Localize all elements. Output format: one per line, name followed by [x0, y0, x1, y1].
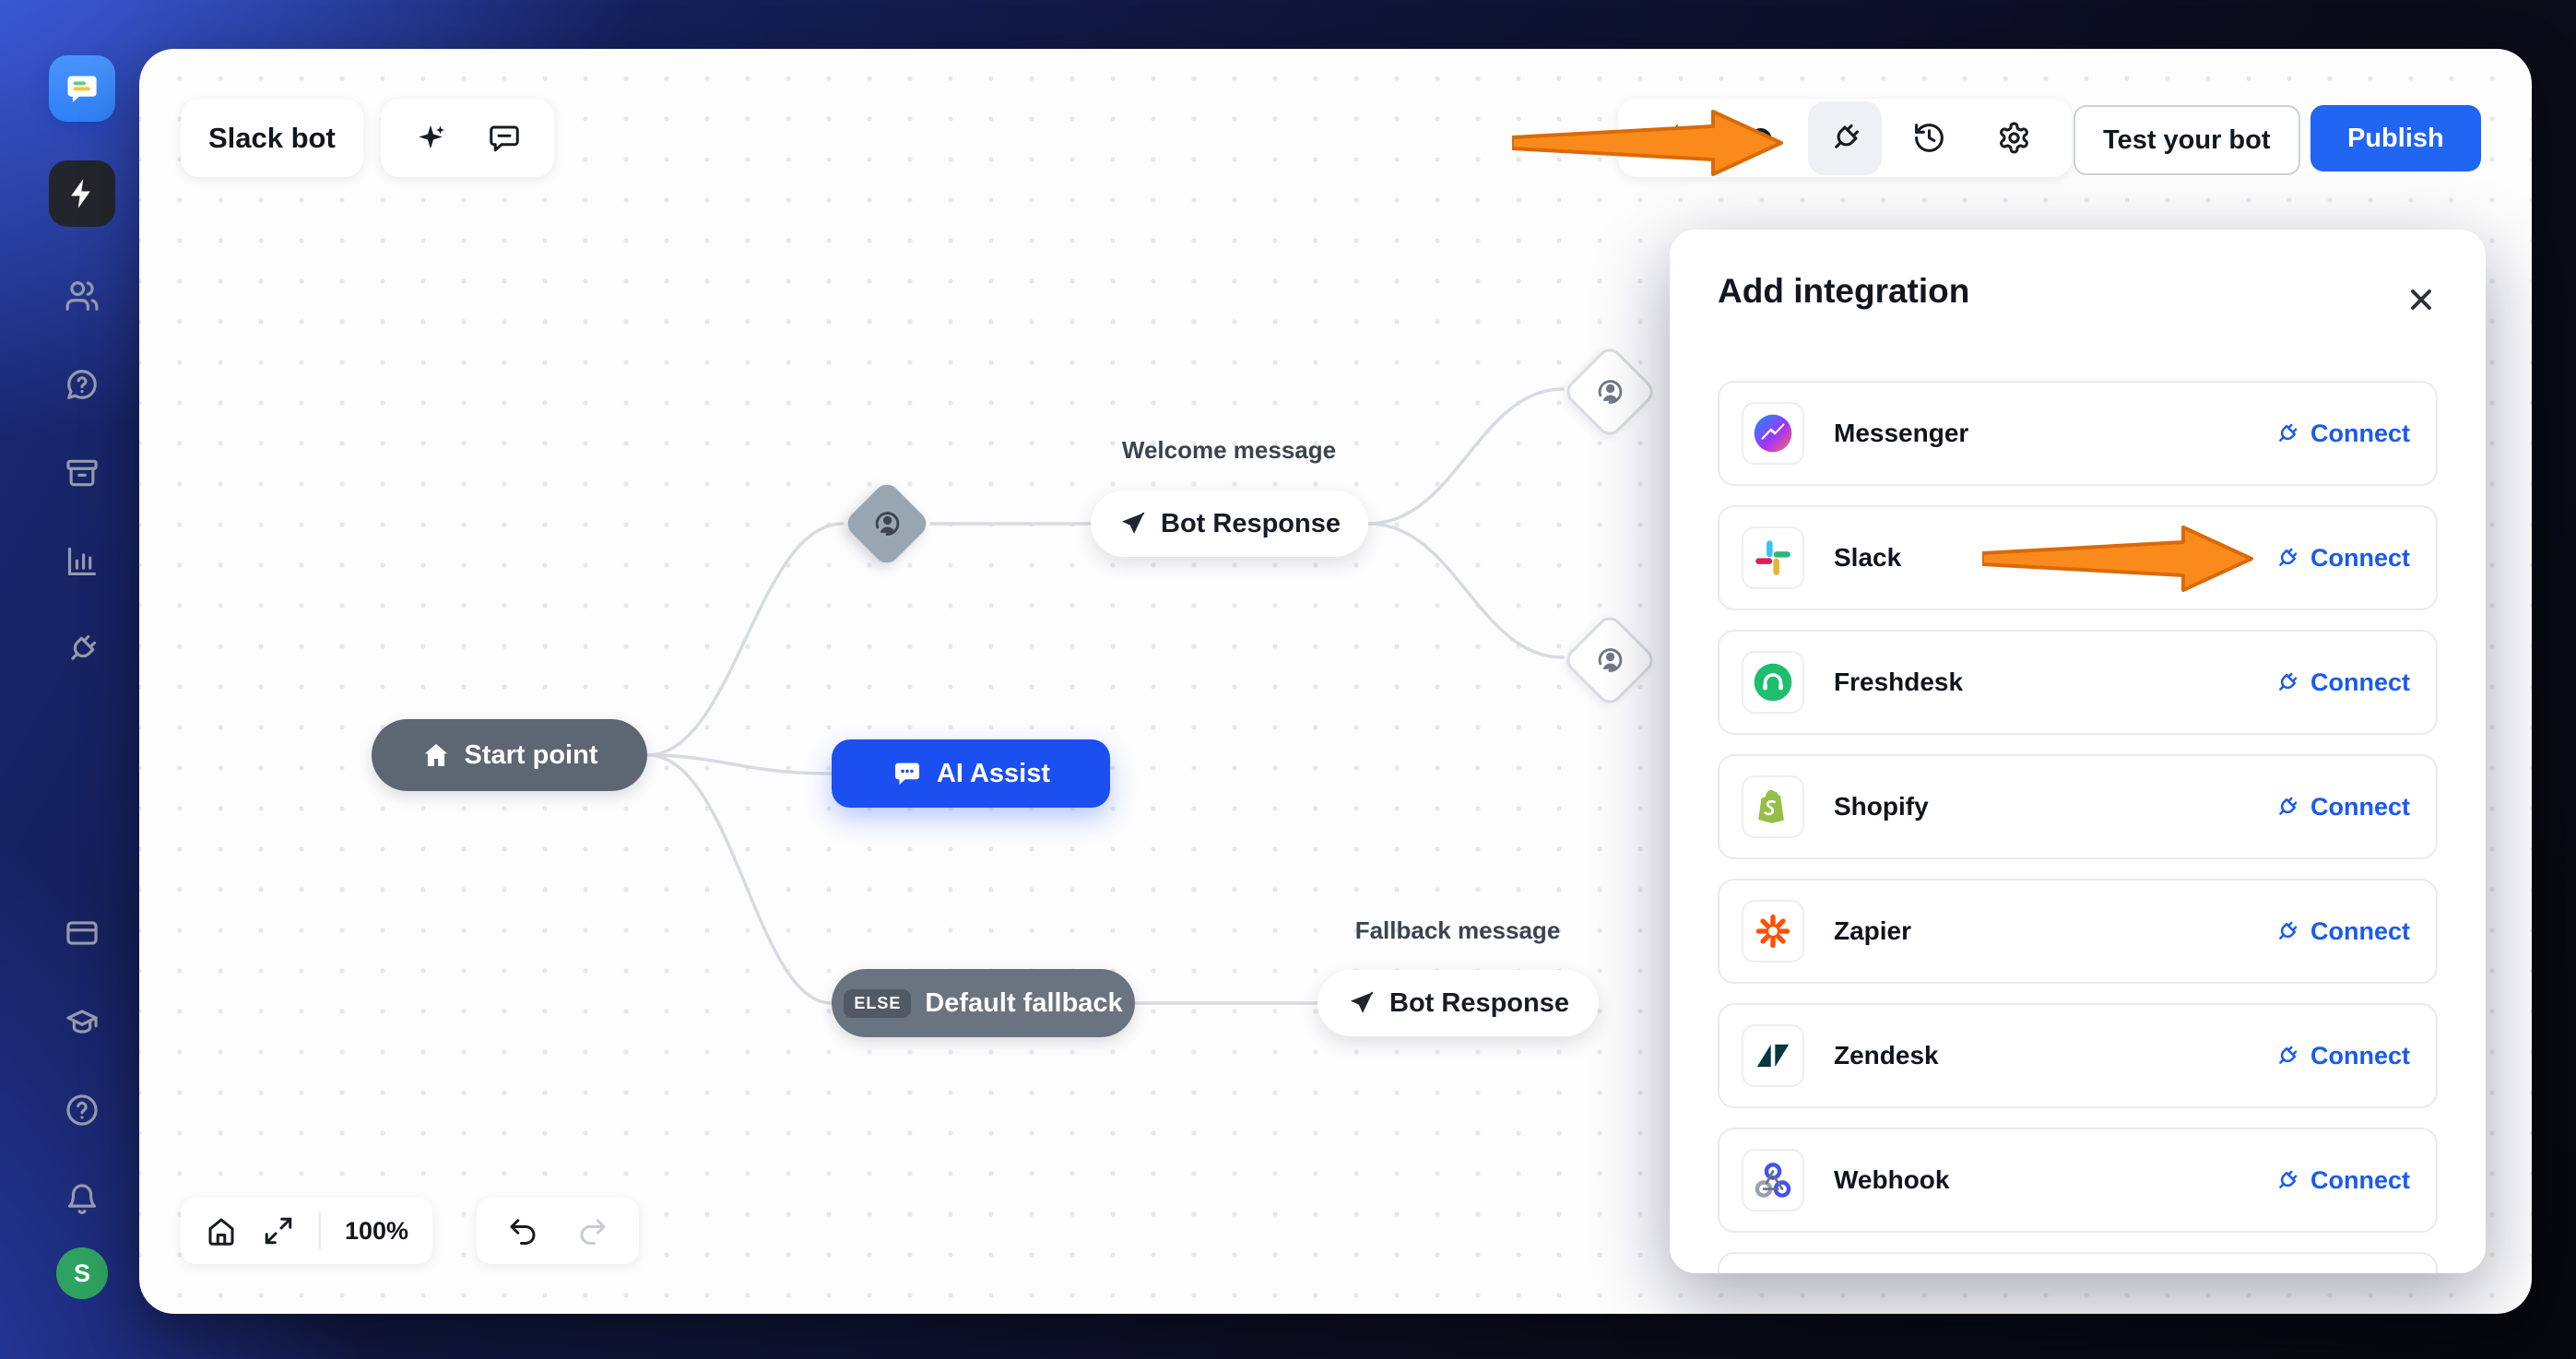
panel-title: Add integration	[1718, 272, 1970, 310]
redo-icon[interactable]	[576, 1214, 609, 1247]
plug-icon	[2279, 797, 2298, 815]
default-fallback-node[interactable]: ELSE Default fallback	[832, 969, 1135, 1037]
bot-title-button[interactable]: Slack bot	[181, 99, 363, 177]
connect-link[interactable]: Connect	[2275, 544, 2410, 573]
messenger-icon	[1742, 402, 1804, 465]
user-input-node[interactable]	[842, 479, 932, 569]
plug-icon	[2279, 1046, 2298, 1064]
bot-response-label: Bot Response	[1161, 508, 1341, 538]
header-quick-actions	[381, 99, 554, 177]
integration-row-partial	[1718, 1252, 2438, 1273]
integration-list: Messenger Connect Slack	[1718, 381, 2438, 1273]
connect-link[interactable]: Connect	[2275, 1166, 2410, 1195]
user-avatar[interactable]: S	[56, 1247, 108, 1299]
freshdesk-icon	[1742, 651, 1804, 714]
automations-bolt-icon[interactable]	[49, 160, 115, 227]
zapier-icon	[1742, 900, 1804, 963]
integration-row: Zendesk Connect	[1718, 1003, 2438, 1108]
plug-icon	[2279, 921, 2298, 939]
test-your-bot-button[interactable]: Test your bot	[2074, 105, 2300, 175]
avatar-initial: S	[73, 1259, 90, 1287]
plug-icon	[2279, 1170, 2298, 1188]
builder-toolbar	[1618, 99, 2072, 177]
bolt-icon[interactable]	[1639, 101, 1713, 175]
user-input-icon	[1593, 375, 1626, 408]
integration-name: Slack	[1834, 543, 1902, 572]
user-input-icon	[1593, 644, 1626, 677]
send-icon	[1121, 511, 1145, 534]
archive-icon[interactable]	[49, 440, 115, 506]
bot-response-node-2[interactable]: Bot Response	[1318, 970, 1599, 1036]
academy-cap-icon[interactable]	[49, 988, 115, 1055]
integration-name: Freshdesk	[1834, 668, 1964, 696]
chart-icon[interactable]	[49, 528, 115, 595]
webhook-icon	[1742, 1149, 1804, 1211]
integration-row: Slack Connect	[1718, 505, 2438, 610]
connect-link[interactable]: Connect	[2275, 793, 2410, 821]
fit-screen-icon[interactable]	[262, 1214, 295, 1247]
bot-title: Slack bot	[208, 121, 336, 154]
canvas-view-controls: 100%	[181, 1198, 433, 1264]
history-icon[interactable]	[1893, 101, 1967, 175]
ai-assist-node[interactable]: AI Assist	[832, 739, 1110, 808]
integration-name: Messenger	[1834, 419, 1969, 447]
chatbot-logo[interactable]	[49, 55, 115, 122]
undo-icon[interactable]	[506, 1214, 539, 1247]
default-fallback-label: Default fallback	[925, 987, 1123, 1018]
integration-row: Freshdesk Connect	[1718, 630, 2438, 735]
chat-bubble-icon	[894, 762, 920, 786]
else-badge: ELSE	[844, 988, 912, 1018]
slack-icon	[1742, 526, 1804, 589]
send-icon	[1350, 990, 1374, 1013]
ai-assist-label: AI Assist	[936, 758, 1051, 788]
notifications-bell-icon[interactable]	[49, 1166, 115, 1233]
chat-question-icon[interactable]	[49, 351, 115, 418]
plug-icon	[2279, 672, 2298, 691]
start-point-label: Start point	[464, 739, 598, 770]
integration-row: Webhook Connect	[1718, 1128, 2438, 1233]
integration-row: Shopify Connect	[1718, 754, 2438, 859]
help-icon[interactable]	[49, 1077, 115, 1143]
zendesk-icon	[1742, 1024, 1804, 1087]
start-point-node[interactable]: Start point	[372, 719, 647, 791]
shopify-icon	[1742, 775, 1804, 838]
plug-icon	[2279, 548, 2298, 566]
connect-link[interactable]: Connect	[2275, 1042, 2410, 1070]
undo-redo-controls	[477, 1198, 639, 1264]
divider	[319, 1212, 321, 1249]
plug-icon	[2279, 423, 2298, 442]
connect-link[interactable]: Connect	[2275, 668, 2410, 697]
close-icon[interactable]	[2401, 279, 2441, 320]
sparkles-icon[interactable]	[414, 122, 447, 155]
settings-gear-icon[interactable]	[1977, 101, 2050, 175]
integration-name: Webhook	[1834, 1165, 1950, 1194]
user-input-node[interactable]	[1561, 343, 1659, 441]
integration-row: Zapier Connect	[1718, 879, 2438, 984]
welcome-message-label: Welcome message	[1121, 436, 1337, 464]
fallback-message-label: Fallback message	[1354, 916, 1561, 944]
bot-response-label: Bot Response	[1389, 987, 1569, 1018]
plug-icon[interactable]	[49, 616, 115, 682]
integration-name: Shopify	[1834, 792, 1929, 821]
connect-link[interactable]: Connect	[2275, 420, 2410, 448]
home-view-icon[interactable]	[205, 1214, 238, 1247]
connect-link[interactable]: Connect	[2275, 917, 2410, 946]
integrations-plug-icon[interactable]	[1808, 100, 1882, 175]
users-icon[interactable]	[49, 263, 115, 329]
integration-name: Zendesk	[1834, 1041, 1939, 1069]
user-input-node[interactable]	[1561, 611, 1659, 709]
publish-button[interactable]: Publish	[2310, 105, 2481, 171]
obscured-icon[interactable]	[1724, 101, 1798, 175]
add-integration-panel: Add integration Messenger	[1670, 230, 2486, 1273]
bot-response-node-1[interactable]: Bot Response	[1091, 490, 1368, 557]
integration-name: Zapier	[1834, 916, 1912, 945]
zoom-level: 100%	[345, 1216, 409, 1245]
chat-bubble-icon[interactable]	[488, 122, 521, 155]
billing-card-icon[interactable]	[49, 900, 115, 966]
integration-row: Messenger Connect	[1718, 381, 2438, 486]
user-input-icon	[870, 507, 904, 540]
